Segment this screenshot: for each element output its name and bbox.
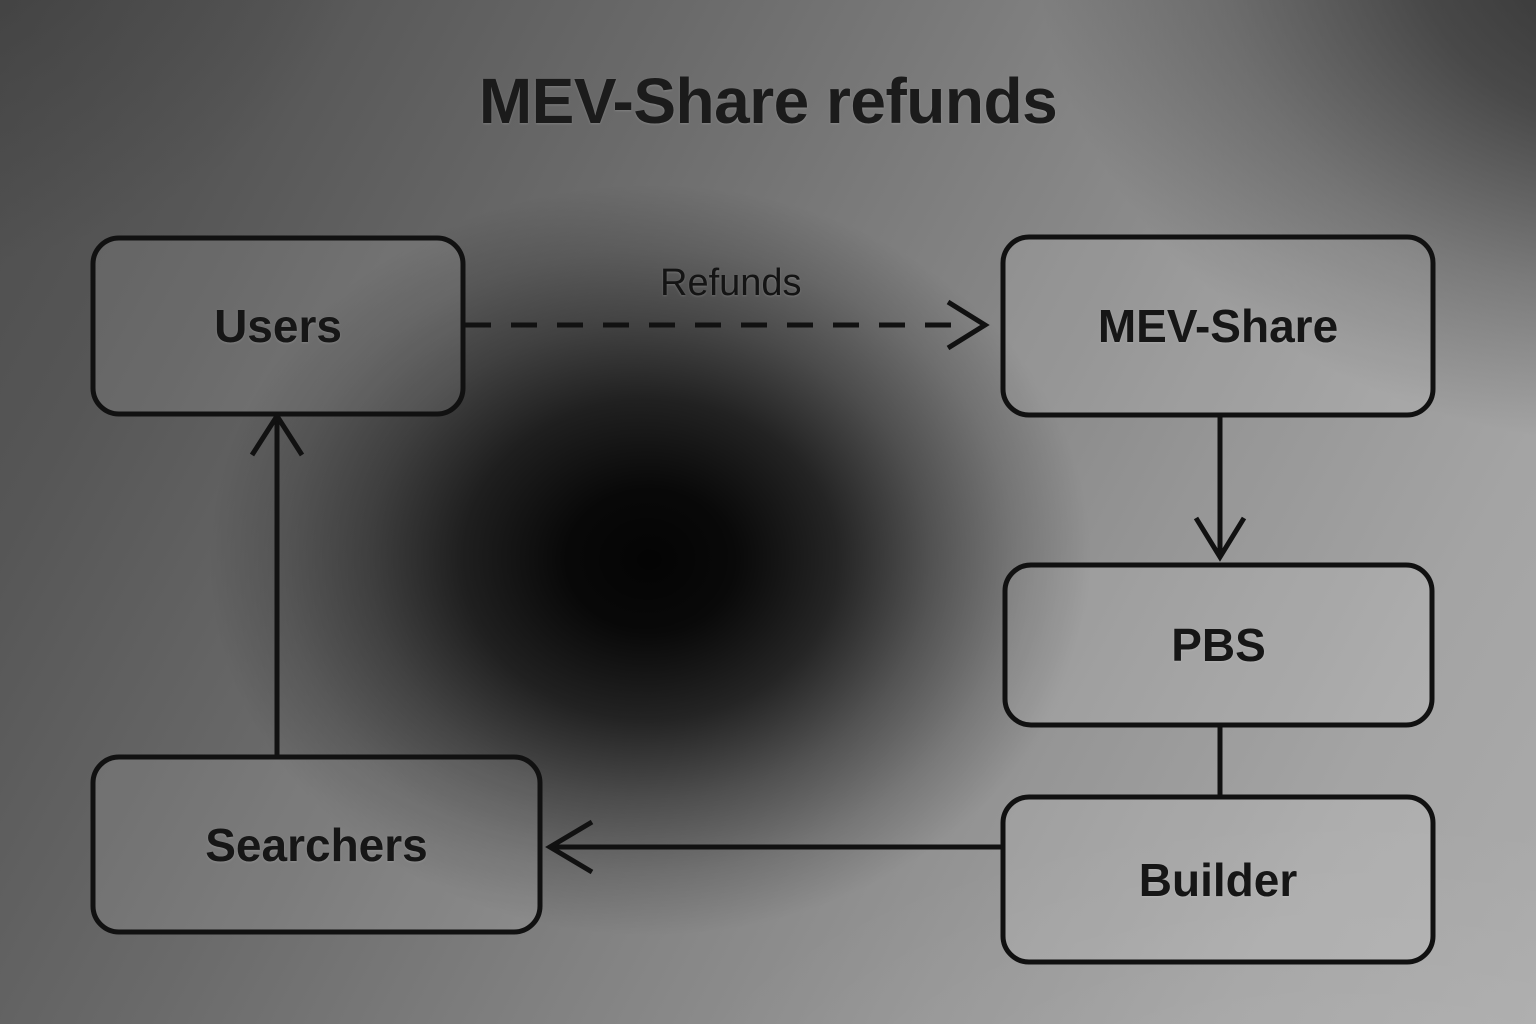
node-searchers[interactable] [90, 754, 543, 935]
diagram-title: MEV-Share refunds [478, 65, 1058, 137]
edge-label-refunds: Refunds [660, 262, 802, 304]
edge-searchers-to-users-arrowhead [249, 411, 305, 457]
node-mevshare-label: MEV-Share [1097, 300, 1339, 352]
edge-users-to-mevshare [465, 299, 990, 351]
edge-searchers-to-users [249, 411, 305, 757]
node-searchers-label: Searchers [205, 818, 428, 871]
node-pbs-label: PBS [1171, 619, 1266, 671]
node-users-label: Users [214, 300, 342, 352]
edge-builder-to-searchers-arrowhead [545, 819, 594, 875]
node-builder-label: Builder [1138, 853, 1298, 906]
edge-mevshare-to-pbs-arrowhead [1193, 516, 1247, 562]
edge-builder-to-searchers [545, 819, 1003, 875]
node-searchers-box[interactable] [90, 754, 543, 935]
edge-mevshare-to-pbs [1193, 415, 1247, 562]
edge-users-to-mevshare-arrowhead [946, 299, 990, 351]
